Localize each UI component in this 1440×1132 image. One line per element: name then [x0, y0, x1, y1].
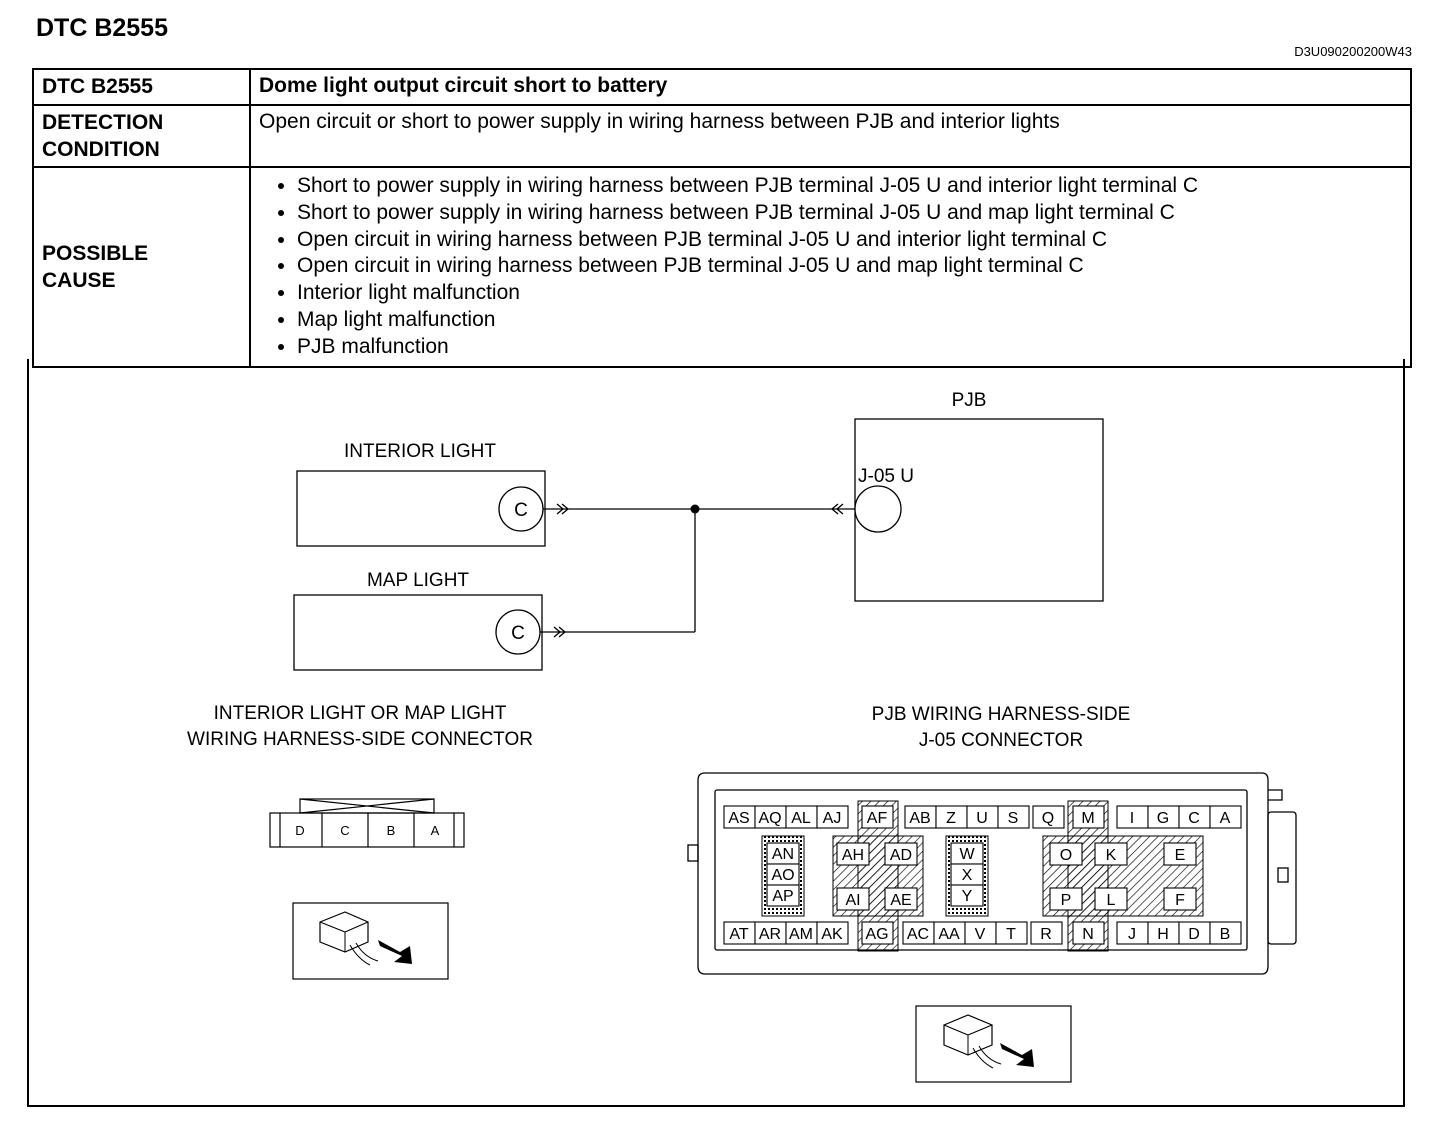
pin-ag: AG — [865, 926, 888, 943]
cause-list: Short to power supply in wiring harness … — [259, 171, 1402, 363]
pin-ah: AH — [842, 847, 864, 864]
splice-point — [690, 504, 700, 514]
pin-h: H — [1157, 926, 1169, 943]
detection-label-line-1: DETECTION — [42, 111, 164, 134]
list-item: PJB malfunction — [297, 334, 1402, 361]
pin-ao: AO — [771, 867, 794, 884]
left-connector-face — [269, 798, 465, 848]
pin-f: F — [1175, 892, 1185, 909]
left-pin-b: B — [387, 823, 396, 838]
right-connector-title-2: J-05 CONNECTOR — [919, 730, 1083, 751]
connector-view-icon — [292, 902, 449, 980]
pin-as: AS — [728, 810, 749, 827]
table-row-detection: DETECTION CONDITION Open circuit or short… — [32, 104, 1412, 168]
pjb-terminal-label: J-05 U — [858, 466, 914, 487]
pin-t: T — [1006, 926, 1016, 943]
dtc-info-table: DTC B2555 Dome light output circuit shor… — [32, 68, 1412, 368]
pin-m: M — [1081, 810, 1094, 827]
pin-ap: AP — [772, 888, 793, 905]
table-row-cause: POSSIBLE CAUSE Short to power supply in w… — [32, 166, 1412, 368]
left-connector-title-1: INTERIOR LIGHT OR MAP LIGHT — [214, 703, 507, 724]
pin-aq: AQ — [758, 810, 781, 827]
diagram-frame — [27, 359, 1405, 1107]
pin-c: C — [1188, 810, 1200, 827]
pin-at: AT — [729, 926, 748, 943]
cause-label: POSSIBLE CAUSE — [32, 166, 251, 368]
interior-light-terminal-label: C — [514, 500, 528, 521]
pin-s: S — [1008, 810, 1019, 827]
pin-ad: AD — [890, 847, 912, 864]
pin-x: X — [962, 867, 973, 884]
pin-w: W — [959, 846, 975, 863]
detection-condition: Open circuit or short to power supply in… — [249, 104, 1412, 168]
connector-view-icon — [915, 1005, 1072, 1083]
pin-al: AL — [791, 810, 811, 827]
pin-g: G — [1157, 810, 1169, 827]
possible-causes: Short to power supply in wiring harness … — [249, 166, 1412, 368]
pin-aj: AJ — [823, 810, 842, 827]
detection-label-line-2: CONDITION — [42, 138, 160, 161]
wire-harness — [540, 503, 855, 638]
pin-q: Q — [1042, 810, 1054, 827]
pin-a: A — [1220, 810, 1231, 827]
table-row-dtc: DTC B2555 Dome light output circuit shor… — [32, 68, 1412, 106]
left-pin-a: A — [431, 823, 440, 838]
pin-p: P — [1061, 892, 1072, 909]
pin-k: K — [1106, 847, 1117, 864]
pin-n: N — [1082, 926, 1094, 943]
pin-i: I — [1130, 810, 1134, 827]
j05-bottom-row: AT AR AM AK AG AC AA V T R N J H D B — [723, 921, 1242, 945]
pin-b: B — [1220, 926, 1231, 943]
map-light-label: MAP LIGHT — [367, 570, 469, 591]
list-item: Map light malfunction — [297, 307, 1402, 334]
j05-top-row: AS AQ AL AJ AF AB Z U S Q M I G C A — [723, 805, 1242, 829]
pin-ak: AK — [821, 926, 843, 943]
detection-label: DETECTION CONDITION — [32, 104, 251, 168]
pin-u: U — [976, 810, 988, 827]
dtc-description: Dome light output circuit short to batte… — [249, 68, 1412, 106]
document-code: D3U090200200W43 — [1294, 44, 1412, 59]
list-item: Open circuit in wiring harness between P… — [297, 253, 1402, 280]
cause-label-line-1: POSSIBLE — [42, 241, 149, 265]
list-item: Short to power supply in wiring harness … — [297, 173, 1402, 200]
pjb-terminal-circle — [854, 485, 902, 533]
left-connector-title-2: WIRING HARNESS-SIDE CONNECTOR — [187, 729, 533, 750]
pin-ac: AC — [907, 926, 929, 943]
map-light-terminal-label: C — [511, 623, 525, 644]
pin-d: D — [1188, 926, 1200, 943]
pin-r: R — [1040, 926, 1052, 943]
list-item: Open circuit in wiring harness between P… — [297, 227, 1402, 254]
left-pin-d: D — [295, 823, 304, 838]
page-title: DTC B2555 — [36, 14, 168, 42]
j05-middle-block: AN AO AP AH AD AI AE W X Y O K E P L F — [766, 842, 1197, 911]
cause-label-line-2: CAUSE — [42, 268, 116, 292]
left-pin-c: C — [340, 823, 349, 838]
interior-light-label: INTERIOR LIGHT — [344, 441, 496, 462]
pin-l: L — [1107, 892, 1116, 909]
pin-v: V — [975, 926, 986, 943]
pin-am: AM — [789, 926, 813, 943]
pin-ae: AE — [890, 892, 911, 909]
pin-af: AF — [867, 810, 888, 827]
pjb-label: PJB — [952, 390, 987, 411]
pin-ab: AB — [909, 810, 930, 827]
pin-y: Y — [962, 888, 973, 905]
pin-o: O — [1060, 847, 1072, 864]
pin-z: Z — [946, 810, 956, 827]
j05-connector-body — [687, 772, 1297, 975]
pin-j: J — [1128, 926, 1136, 943]
pin-aa: AA — [938, 926, 960, 943]
list-item: Short to power supply in wiring harness … — [297, 200, 1402, 227]
pin-ai: AI — [845, 892, 860, 909]
dtc-label: DTC B2555 — [32, 68, 251, 106]
pin-e: E — [1175, 847, 1186, 864]
pin-ar: AR — [759, 926, 781, 943]
pin-an: AN — [772, 846, 794, 863]
list-item: Interior light malfunction — [297, 280, 1402, 307]
right-connector-title-1: PJB WIRING HARNESS-SIDE — [872, 704, 1131, 725]
